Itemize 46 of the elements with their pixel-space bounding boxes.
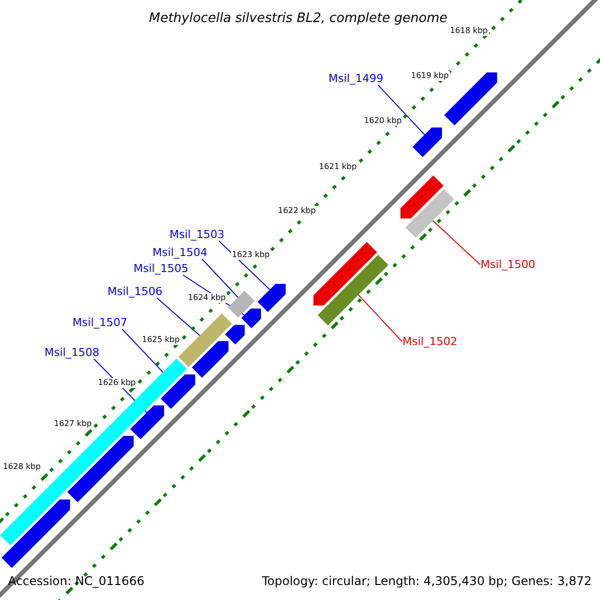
scale-label: 1620 kbp	[363, 116, 403, 126]
scale-label: 1626 kbp	[97, 378, 137, 388]
gene-block	[0, 358, 187, 546]
gene-label: Msil_1507	[72, 316, 128, 328]
scale-label: 1621 kbp	[318, 162, 358, 172]
scale-label: 1627 kbp	[53, 419, 93, 429]
gene-block	[412, 128, 442, 158]
gene-block	[67, 436, 134, 502]
footer-text: Accession: NC_011666	[8, 575, 144, 587]
scale-label: 1619 kbp	[410, 71, 450, 81]
gene-block	[258, 284, 286, 312]
scale-label: 1623 kbp	[231, 250, 271, 260]
gene-label: Msil_1500	[480, 258, 536, 270]
gene-label: Msil_1502	[402, 336, 458, 346]
scale-label: 1622 kbp	[277, 206, 317, 216]
gene-label: Msil_1506	[108, 286, 162, 296]
leader-line	[358, 294, 402, 342]
gene-block	[405, 189, 454, 238]
footer-text: Topology: circular; Length: 4,305,430 bp; Genes: 3,872	[262, 575, 592, 587]
scale-label: 1628 kbp	[2, 462, 42, 472]
leader-line	[202, 258, 239, 298]
scale-label: 1625 kbp	[141, 335, 181, 345]
gene-block	[241, 308, 261, 328]
gene-label: Msil_1508	[44, 346, 100, 358]
leader-line	[378, 84, 426, 136]
gene-label: Msil_1499	[328, 72, 384, 84]
gene-block	[130, 405, 164, 440]
gene-label: Msil_1505	[134, 262, 188, 274]
gene-block	[400, 176, 444, 219]
gene-block	[178, 314, 232, 368]
leader-line	[218, 240, 270, 290]
gene-block	[225, 324, 245, 344]
gene-label: Msil_1504	[152, 246, 208, 258]
scale-label: 1624 kbp	[187, 293, 227, 303]
leader-line	[432, 220, 480, 265]
gene-block	[228, 290, 255, 318]
gene-block	[160, 374, 196, 409]
title: Methylocella silvestris BL2, complete genome	[149, 12, 448, 24]
gene-label: Msil_1503	[170, 228, 224, 240]
scale-label: 1618 kbp	[449, 26, 489, 36]
gene-block	[318, 254, 388, 326]
leader-line	[156, 298, 200, 336]
leader-line	[122, 328, 164, 373]
gene-block	[2, 499, 70, 568]
gene-block	[314, 242, 377, 306]
gene-block	[192, 341, 228, 378]
